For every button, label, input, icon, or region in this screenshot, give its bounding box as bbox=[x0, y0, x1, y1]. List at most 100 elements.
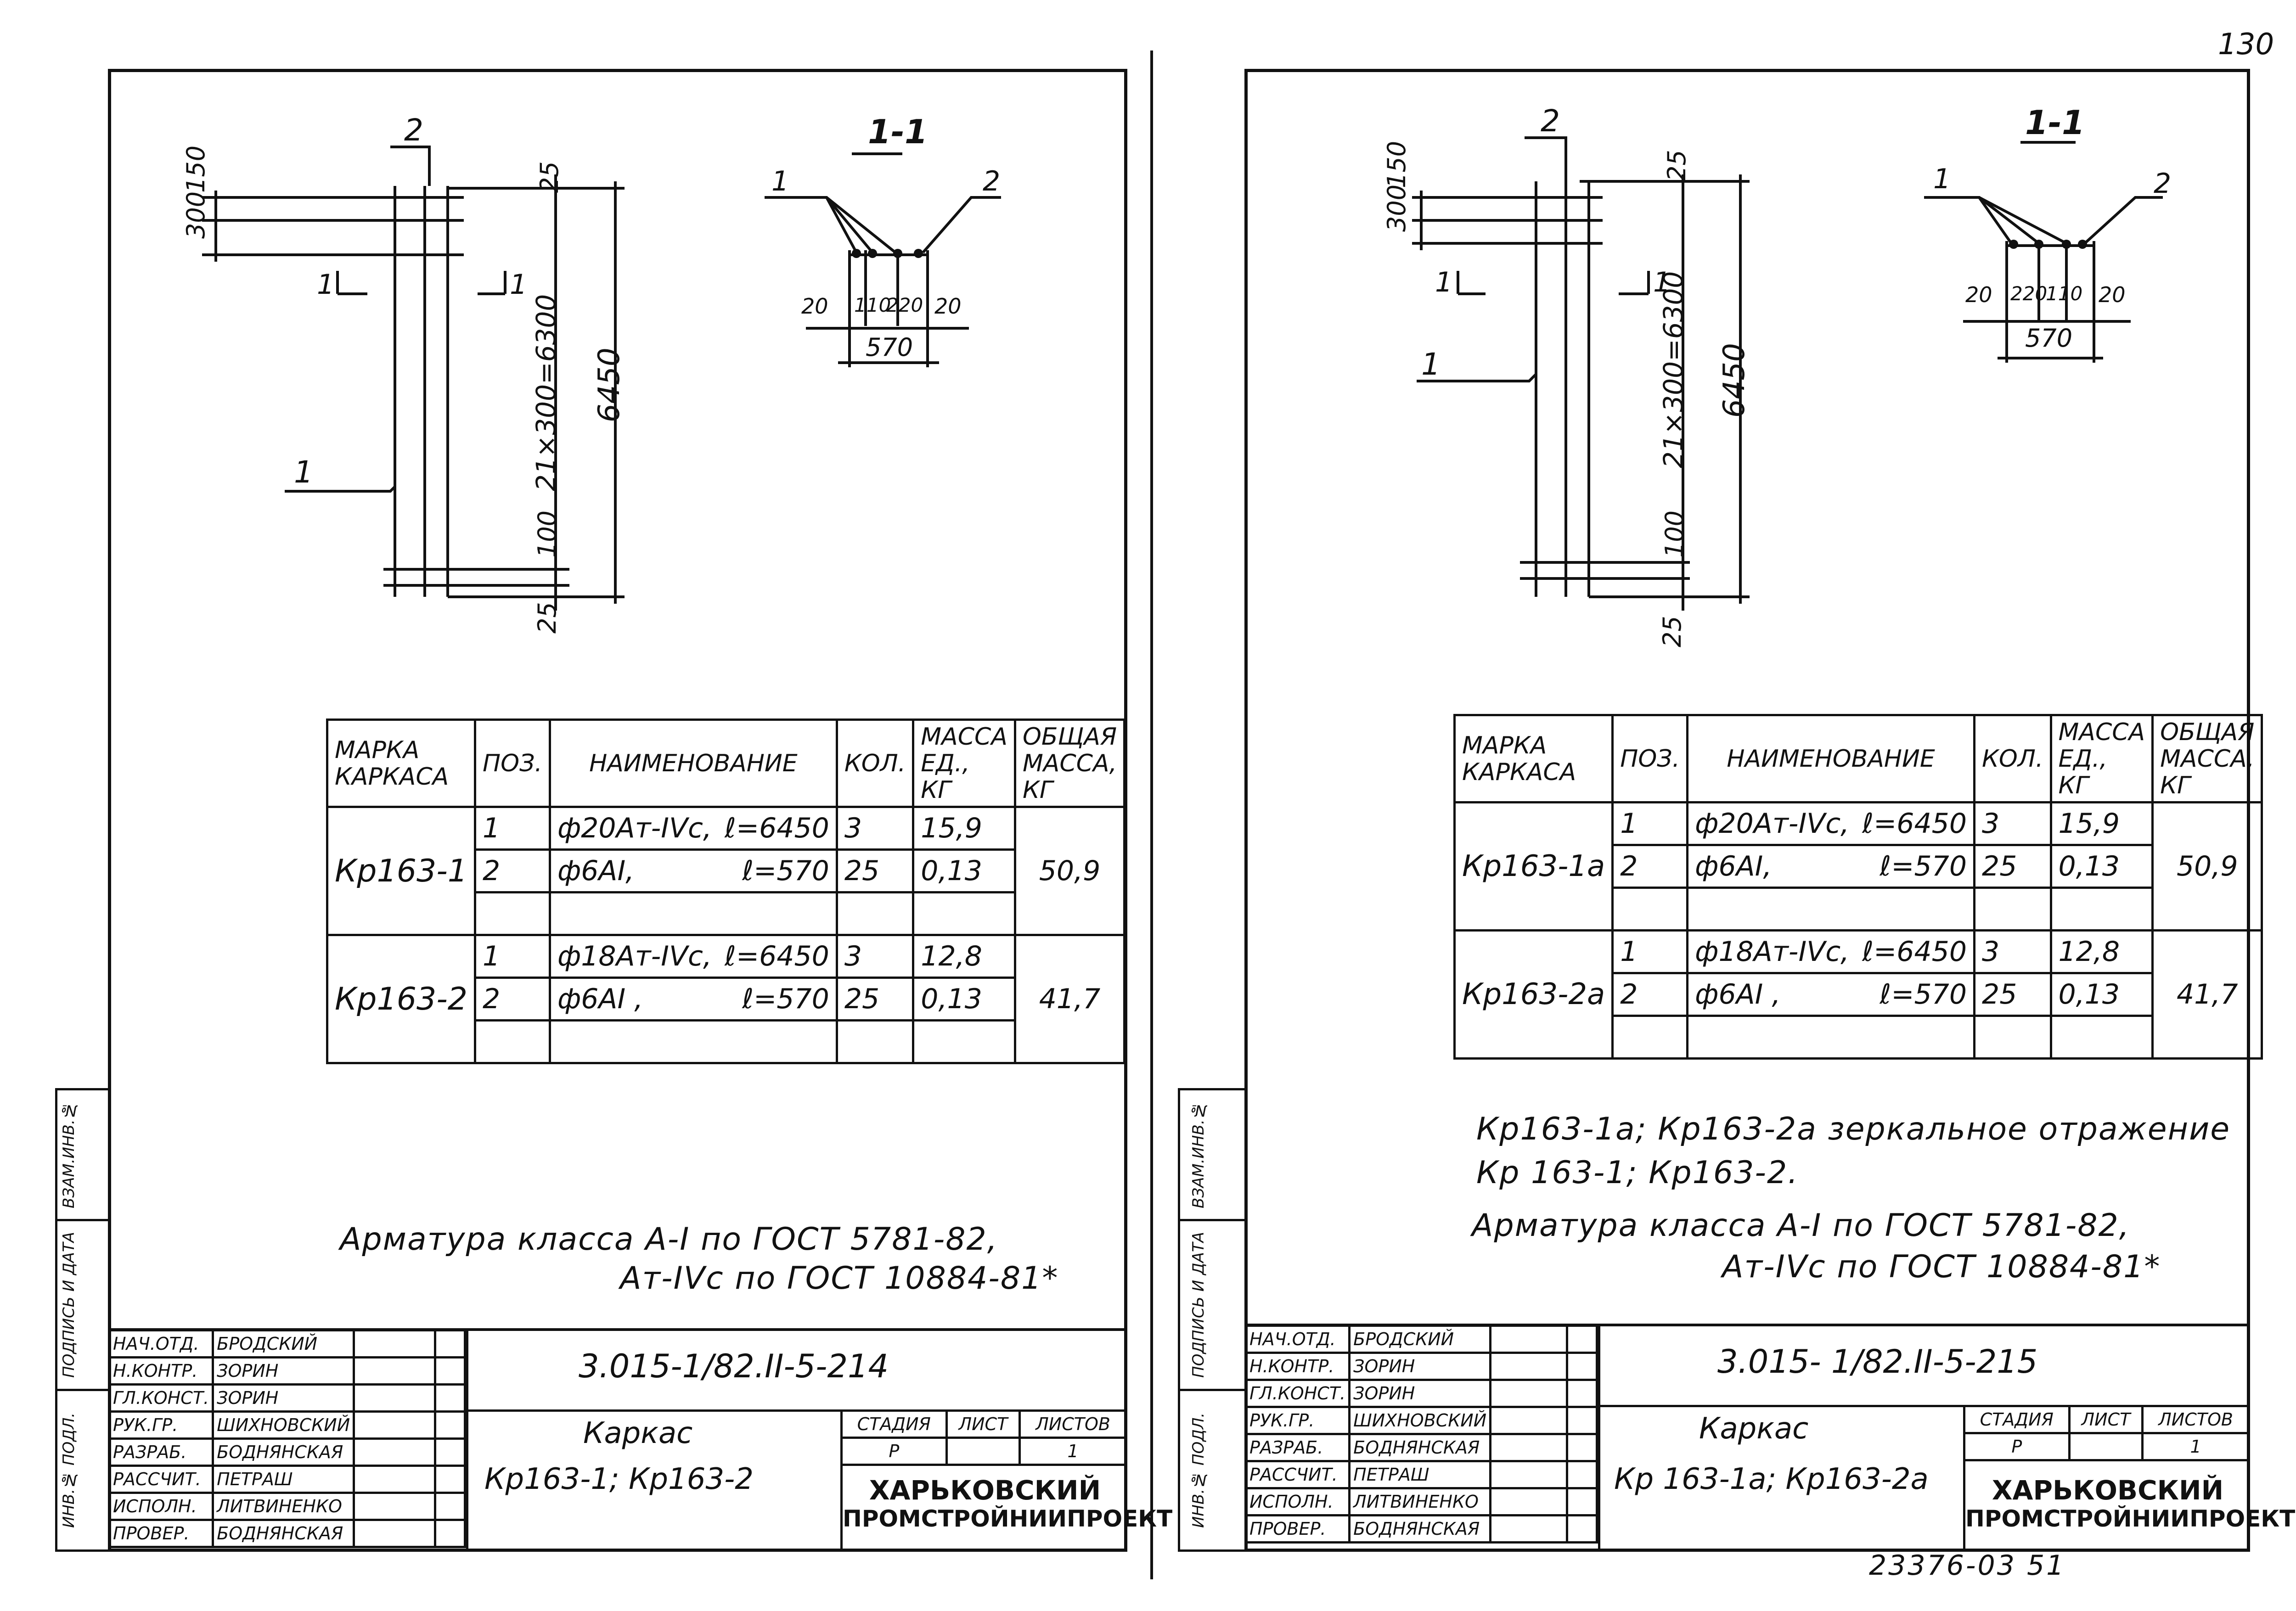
col-mass: МАССА ЕД., КГ bbox=[912, 718, 1016, 808]
pos-cell: 2 bbox=[474, 848, 551, 893]
total-cell: 50,9 bbox=[2151, 801, 2263, 932]
role-cell: РУК.ГР. bbox=[1244, 1406, 1351, 1435]
col-mass: МАССА ЕД., КГ bbox=[2049, 714, 2154, 803]
org-line: ХАРЬКОВСКИЙ bbox=[1992, 1475, 2224, 1506]
mass-cell: 0,13 bbox=[912, 977, 1016, 1022]
table-row: РАЗРАБ.БОДНЯНСКАЯ bbox=[1244, 1433, 1598, 1462]
mass-cell: 0,13 bbox=[2049, 844, 2154, 889]
role-cell: Н.КОНТР. bbox=[1244, 1352, 1351, 1381]
role-cell: ПРОВЕР. bbox=[107, 1519, 214, 1548]
role-cell: ГЛ.КОНСТ. bbox=[107, 1383, 214, 1413]
table-row: ИСПОЛН.ЛИТВИНЕНКО bbox=[1244, 1487, 1598, 1516]
name-cell: ф20Ат-IVс, bbox=[1686, 801, 1856, 846]
mass-cell: 0,13 bbox=[912, 848, 1016, 893]
doc-code: 3.015-1/82.II-5-214 bbox=[579, 1347, 889, 1385]
pos-cell: 1 bbox=[474, 934, 551, 979]
dim-right: 21×300=6300 bbox=[1658, 271, 1689, 468]
table-row: 2 ф6АI, ℓ=570 25 0,13 bbox=[1455, 844, 2262, 889]
section-dim: 220 bbox=[2010, 282, 2048, 305]
table-row: РАЗРАБ.БОДНЯНСКАЯ bbox=[107, 1437, 466, 1467]
stage-header: СТАДИЯ bbox=[840, 1409, 948, 1439]
qty-cell: 25 bbox=[1973, 844, 2052, 889]
role-cell: ИСПОЛН. bbox=[107, 1492, 214, 1521]
total-cell: 50,9 bbox=[1013, 806, 1126, 936]
name-cell: ШИХНОВСКИЙ bbox=[1348, 1406, 1492, 1435]
length-cell: ℓ=570 bbox=[718, 848, 838, 893]
section-mark: 1 bbox=[317, 269, 335, 301]
table-row: ИСПОЛН.ЛИТВИНЕНКО bbox=[107, 1492, 466, 1521]
qty-cell: 3 bbox=[1973, 929, 2052, 974]
mass-cell: 15,9 bbox=[2049, 801, 2154, 846]
section-mark: 1 bbox=[1653, 266, 1671, 298]
org-line: ПРОМСТРОЙНИИПРОЕКТ bbox=[843, 1505, 1173, 1532]
drawing-title: Каркас bbox=[1699, 1412, 1809, 1446]
name-cell: ф20Ат-IVс, bbox=[548, 806, 719, 851]
table-row: РУК.ГР.ШИХНОВСКИЙ bbox=[107, 1410, 466, 1440]
mass-cell: 15,9 bbox=[912, 806, 1016, 851]
role-cell: НАЧ.ОТД. bbox=[107, 1329, 214, 1358]
name-cell: БРОДСКИЙ bbox=[1348, 1325, 1492, 1354]
role-cell: Н.КОНТР. bbox=[107, 1356, 214, 1386]
section-title: 1-1 bbox=[868, 112, 928, 151]
col-name: НАИМЕНОВАНИЕ bbox=[548, 718, 838, 808]
col-name: НАИМЕНОВАНИЕ bbox=[1686, 714, 1976, 803]
stage-header: СТАДИЯ bbox=[1963, 1405, 2071, 1434]
sheet-left bbox=[108, 69, 1127, 1552]
note-line: Арматура класса А-I по ГОСТ 5781-82, bbox=[1472, 1207, 2130, 1244]
pos1-label: 1 bbox=[1421, 347, 1441, 382]
length-cell: ℓ=6450 bbox=[718, 934, 838, 979]
section-pos2: 2 bbox=[2154, 168, 2172, 200]
name-cell: ф6АI , bbox=[1686, 972, 1856, 1017]
section-dim: 20 bbox=[934, 294, 962, 319]
org-line: ПРОМСТРОЙНИИПРОЕКТ bbox=[1965, 1505, 2296, 1532]
section-overall: 570 bbox=[2025, 324, 2073, 353]
org-line: ХАРЬКОВСКИЙ bbox=[869, 1475, 1101, 1506]
table-row: Кр163-2а 1 ф18Ат-IVс, ℓ=6450 3 12,8 41,7 bbox=[1453, 929, 2263, 1060]
org-name: ХАРЬКОВСКИЙ ПРОМСТРОЙНИИПРОЕКТ bbox=[1965, 1475, 2296, 1533]
dim-overall: 6450 bbox=[1717, 343, 1751, 418]
length-cell: ℓ=6450 bbox=[1856, 801, 1976, 846]
note-line: Ат-IVс по ГОСТ 10884-81* bbox=[620, 1260, 1059, 1297]
mass-cell: 0,13 bbox=[2049, 972, 2154, 1017]
dim-left: 150 bbox=[1382, 140, 1411, 188]
section-dim: 20 bbox=[1965, 282, 1992, 307]
total-cell: 41,7 bbox=[1013, 934, 1126, 1064]
pos-cell: 2 bbox=[1611, 844, 1689, 889]
name-cell: БОДНЯНСКАЯ bbox=[1348, 1433, 1492, 1462]
note-line: Кр 163-1; Кр163-2. bbox=[1476, 1155, 1799, 1191]
length-cell: ℓ=570 bbox=[1856, 844, 1976, 889]
section-mark: 1 bbox=[510, 269, 528, 301]
fold-line bbox=[1150, 51, 1153, 1579]
spec-table-left: МАРКА КАРКАСА ПОЗ. НАИМЕНОВАНИЕ КОЛ. МАС… bbox=[326, 718, 1126, 1064]
sheet-header: ЛИСТ bbox=[945, 1409, 1021, 1439]
name-cell: ШИХНОВСКИЙ bbox=[212, 1410, 355, 1440]
sheets-value: 1 bbox=[1019, 1437, 1127, 1466]
sheets-header: ЛИСТОВ bbox=[2141, 1405, 2250, 1434]
pos-cell: 2 bbox=[474, 977, 551, 1022]
length-cell: ℓ=6450 bbox=[1856, 929, 1976, 974]
pos-cell: 1 bbox=[474, 806, 551, 851]
section-dim: 220 bbox=[886, 294, 923, 316]
doc-code: 3.015- 1/82.II-5-215 bbox=[1717, 1343, 2038, 1381]
sheet-value bbox=[2068, 1432, 2144, 1461]
sheet-header: ЛИСТ bbox=[2068, 1405, 2144, 1434]
name-cell: ЗОРИН bbox=[1348, 1352, 1492, 1381]
table-row: ПРОВЕР.БОДНЯНСКАЯ bbox=[107, 1519, 466, 1548]
sheet-value bbox=[945, 1437, 1021, 1466]
name-cell: ф6АI, bbox=[548, 848, 719, 893]
qty-cell: 3 bbox=[835, 934, 915, 979]
name-cell: ф18Ат-IVс, bbox=[1686, 929, 1856, 974]
section-mark: 1 bbox=[1435, 266, 1453, 298]
name-cell: БРОДСКИЙ bbox=[212, 1329, 355, 1358]
role-cell: РАЗРАБ. bbox=[107, 1437, 214, 1467]
name-cell: ЗОРИН bbox=[212, 1356, 355, 1386]
table-row: Кр163-1а 1 ф20Ат-IVс, ℓ=6450 3 15,9 50,9 bbox=[1453, 801, 2263, 932]
table-row: РУК.ГР.ШИХНОВСКИЙ bbox=[1244, 1406, 1598, 1435]
pos1-label: 1 bbox=[294, 455, 313, 490]
name-cell: БОДНЯНСКАЯ bbox=[1348, 1514, 1492, 1544]
section-dim: 110 bbox=[854, 294, 891, 316]
qty-cell: 25 bbox=[835, 977, 915, 1022]
col-mark: МАРКА КАРКАСА bbox=[1453, 714, 1614, 803]
